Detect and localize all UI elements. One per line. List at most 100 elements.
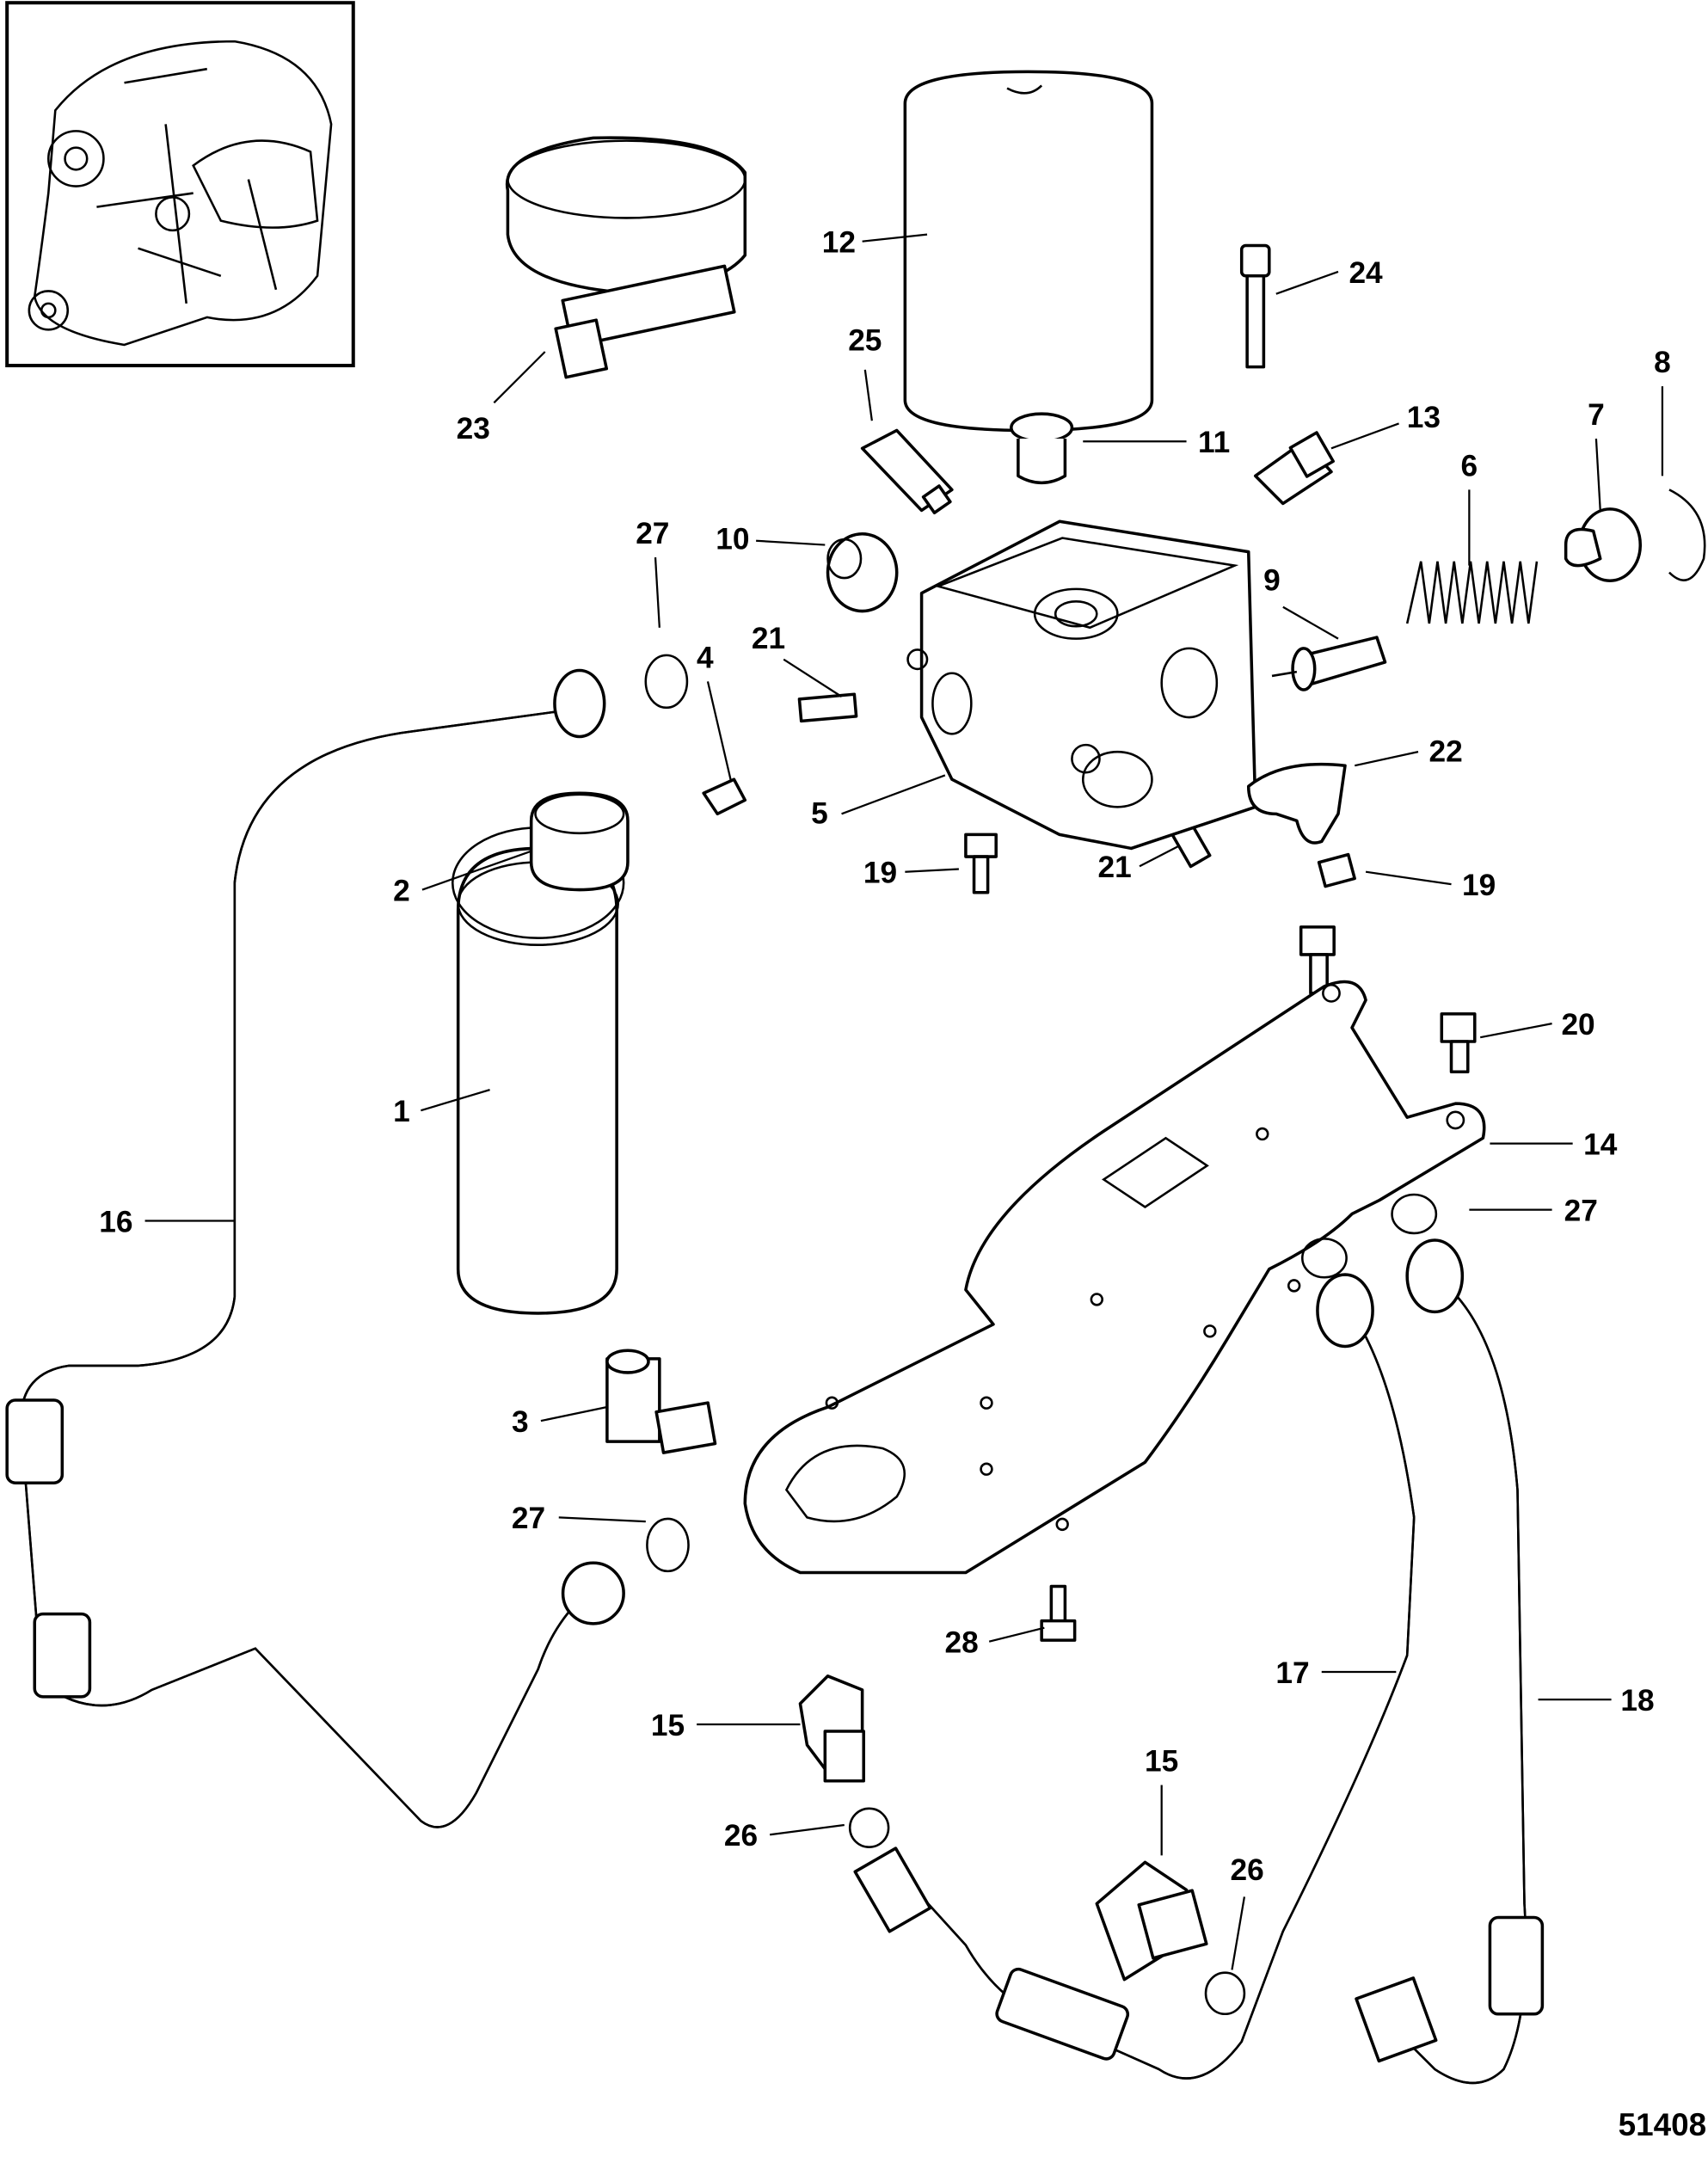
part-11-fitting [1010,412,1074,485]
callout-label: 25 [848,323,882,357]
part-18-oil-line [1355,1238,1545,2085]
callout-27: 27 [1469,1194,1598,1227]
callout-label: 20 [1561,1008,1594,1042]
part-27-o-ring [1301,1238,1348,1279]
callout-22: 22 [1354,734,1463,768]
callout-28: 28 [944,1626,1045,1660]
callout-label: 17 [1275,1656,1309,1690]
callout-7: 7 [1588,398,1605,511]
callout-15: 15 [1145,1744,1178,1856]
callout-26: 26 [724,1819,845,1853]
callout-27: 27 [512,1502,646,1535]
part-22-gasket [1246,762,1347,845]
callout-19: 19 [1365,869,1496,902]
callout-label: 21 [1098,851,1132,884]
callout-label: 9 [1263,563,1281,597]
callout-label: 16 [99,1205,132,1238]
leader-line [1330,422,1399,450]
callout-label: 26 [1231,1853,1264,1887]
leader-line [1275,270,1339,295]
leader-line [841,774,946,815]
leader-line [863,369,873,421]
part-27-o-ring [644,654,689,710]
leader-line [558,1516,646,1523]
callout-label: 15 [651,1709,685,1742]
part-6-spring [1405,561,1539,624]
part-3-elbow-fitting [605,1349,717,1454]
callout-label: 19 [863,857,897,890]
leader-line [905,868,959,873]
callout-label: 26 [724,1819,758,1853]
part-9-thermostat [1271,636,1387,691]
callout-label: 4 [697,641,714,674]
callout-label: 15 [1145,1744,1178,1778]
callout-11: 11 [1083,426,1230,459]
callout-label: 6 [1461,449,1478,482]
callout-19: 19 [863,857,959,890]
callout-9: 9 [1263,563,1339,640]
leader-line [862,233,928,243]
callout-21: 21 [1098,845,1181,884]
callout-label: 8 [1654,346,1671,379]
callout-label: 5 [811,797,828,831]
callout-10: 10 [716,522,826,556]
leader-line [988,1626,1045,1643]
part-1-oil-filter [451,791,630,1315]
callout-label: 23 [457,412,490,446]
callout-1: 1 [393,1089,490,1128]
leader-line [756,539,826,546]
part-15-fitting [1095,1860,1208,1982]
leader-line [540,1405,608,1423]
part-8-snap-ring [1668,489,1706,581]
leader-line [493,351,546,404]
part-10-plug [826,532,899,613]
leader-line [421,1089,490,1112]
callout-23: 23 [457,351,546,446]
part-26-o-ring [1204,1971,1246,2016]
part-28-bolt [1040,1584,1077,1642]
leader-line [1594,438,1601,511]
callout-27: 27 [636,517,669,628]
callout-26: 26 [1231,1853,1264,1970]
part-19-bolt [964,833,998,894]
leader-line [706,681,733,783]
callout-3: 3 [512,1405,608,1439]
callout-label: 11 [1198,426,1230,459]
callout-label: 2 [393,874,410,907]
part-27-o-ring [1391,1193,1438,1235]
part-20-bolt [1440,1012,1477,1074]
leader-line [421,850,532,891]
part-7-plug [1564,507,1643,583]
part-21-fitting [797,692,858,723]
leader-line [1354,751,1419,767]
part-24-bolt [1239,243,1271,369]
callout-label: 21 [752,622,785,655]
leader-line [1139,845,1181,868]
callout-label: 7 [1588,398,1605,432]
callout-5: 5 [811,774,946,831]
leader-line [1282,605,1339,640]
leader-line [1231,1896,1246,1970]
part-5-filter-housing [906,519,1257,851]
part-26-o-ring [848,1807,890,1848]
callout-21: 21 [752,622,843,697]
callout-12: 12 [822,226,928,260]
callout-label: 27 [1564,1194,1598,1227]
callout-label: 10 [716,522,749,556]
part-27-o-ring [646,1517,690,1573]
callout-label: 22 [1428,734,1462,768]
part-19-bolt [1299,925,1336,995]
part-16-oil-line [5,668,625,1828]
callout-8: 8 [1654,346,1671,476]
part-4-vent-fitting [702,777,747,816]
leader-line [1365,870,1452,886]
leader-line [783,658,843,697]
part-17-oil-line [853,1273,1416,2080]
leader-line [770,1823,845,1836]
callout-label: 14 [1583,1128,1618,1162]
callout-label: 12 [822,226,856,260]
callout-14: 14 [1490,1128,1618,1162]
engine-locator-icon [28,40,333,347]
